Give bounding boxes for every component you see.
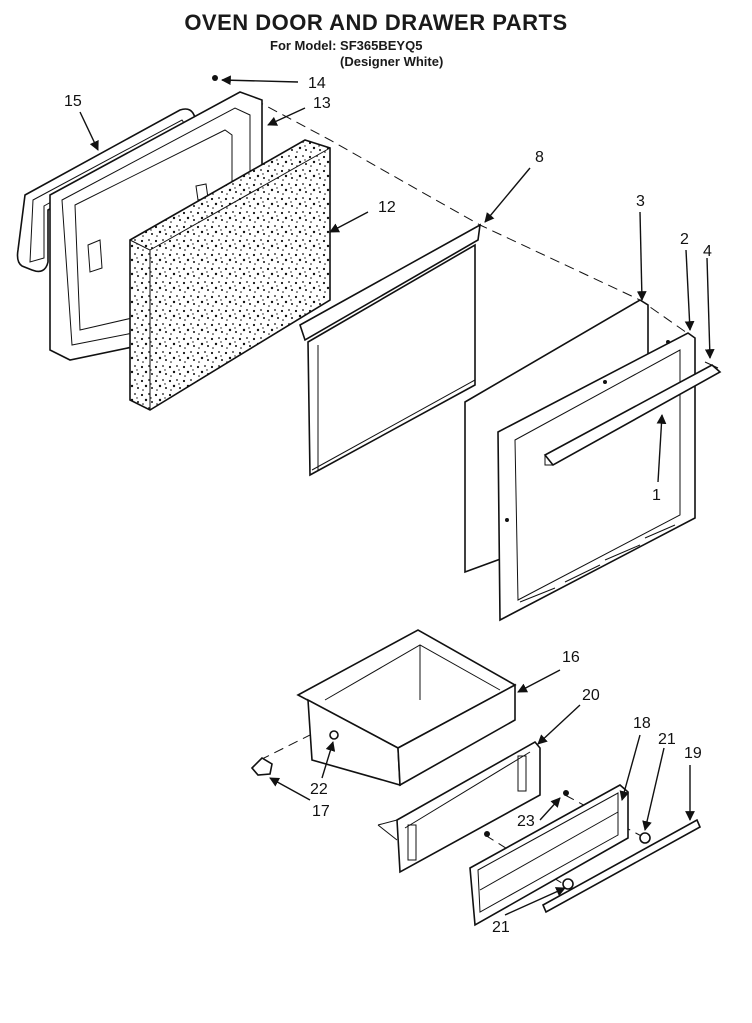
callout-21-top: 21 bbox=[658, 731, 676, 748]
drawer-trim-part bbox=[541, 818, 702, 914]
callout-12: 12 bbox=[378, 199, 396, 216]
callout-3: 3 bbox=[636, 193, 645, 210]
drawer-front-part bbox=[469, 784, 629, 927]
drawer-slide-part bbox=[250, 730, 339, 776]
callout-1: 1 bbox=[652, 487, 661, 504]
screw-part bbox=[563, 790, 569, 796]
callout-21-bottom: 21 bbox=[492, 919, 510, 936]
callout-15: 15 bbox=[64, 93, 82, 110]
callout-17: 17 bbox=[312, 803, 330, 820]
callout-8: 8 bbox=[535, 149, 544, 166]
callout-16: 16 bbox=[562, 649, 580, 666]
callout-2: 2 bbox=[680, 231, 689, 248]
drawer-liner-part bbox=[377, 740, 541, 874]
callout-23: 23 bbox=[517, 813, 535, 830]
model-line: For Model: SF365BEYQ5 bbox=[270, 38, 423, 53]
callout-20: 20 bbox=[582, 687, 600, 704]
callout-4: 4 bbox=[703, 243, 712, 260]
callout-18: 18 bbox=[633, 715, 651, 732]
finish-line: (Designer White) bbox=[340, 54, 444, 69]
callout-19: 19 bbox=[684, 745, 702, 762]
screw-part bbox=[562, 878, 574, 890]
screw-part bbox=[484, 831, 490, 837]
callout-14: 14 bbox=[308, 75, 326, 92]
page-title: OVEN DOOR AND DRAWER PARTS bbox=[184, 10, 568, 35]
door-handle-part bbox=[543, 361, 722, 467]
screw-part bbox=[639, 832, 651, 844]
screw-part bbox=[212, 75, 218, 81]
callout-22: 22 bbox=[310, 781, 328, 798]
drawer-body-part bbox=[296, 629, 517, 787]
inner-glass-part bbox=[299, 223, 482, 477]
callout-13: 13 bbox=[313, 95, 331, 112]
insulation-part bbox=[129, 139, 331, 411]
